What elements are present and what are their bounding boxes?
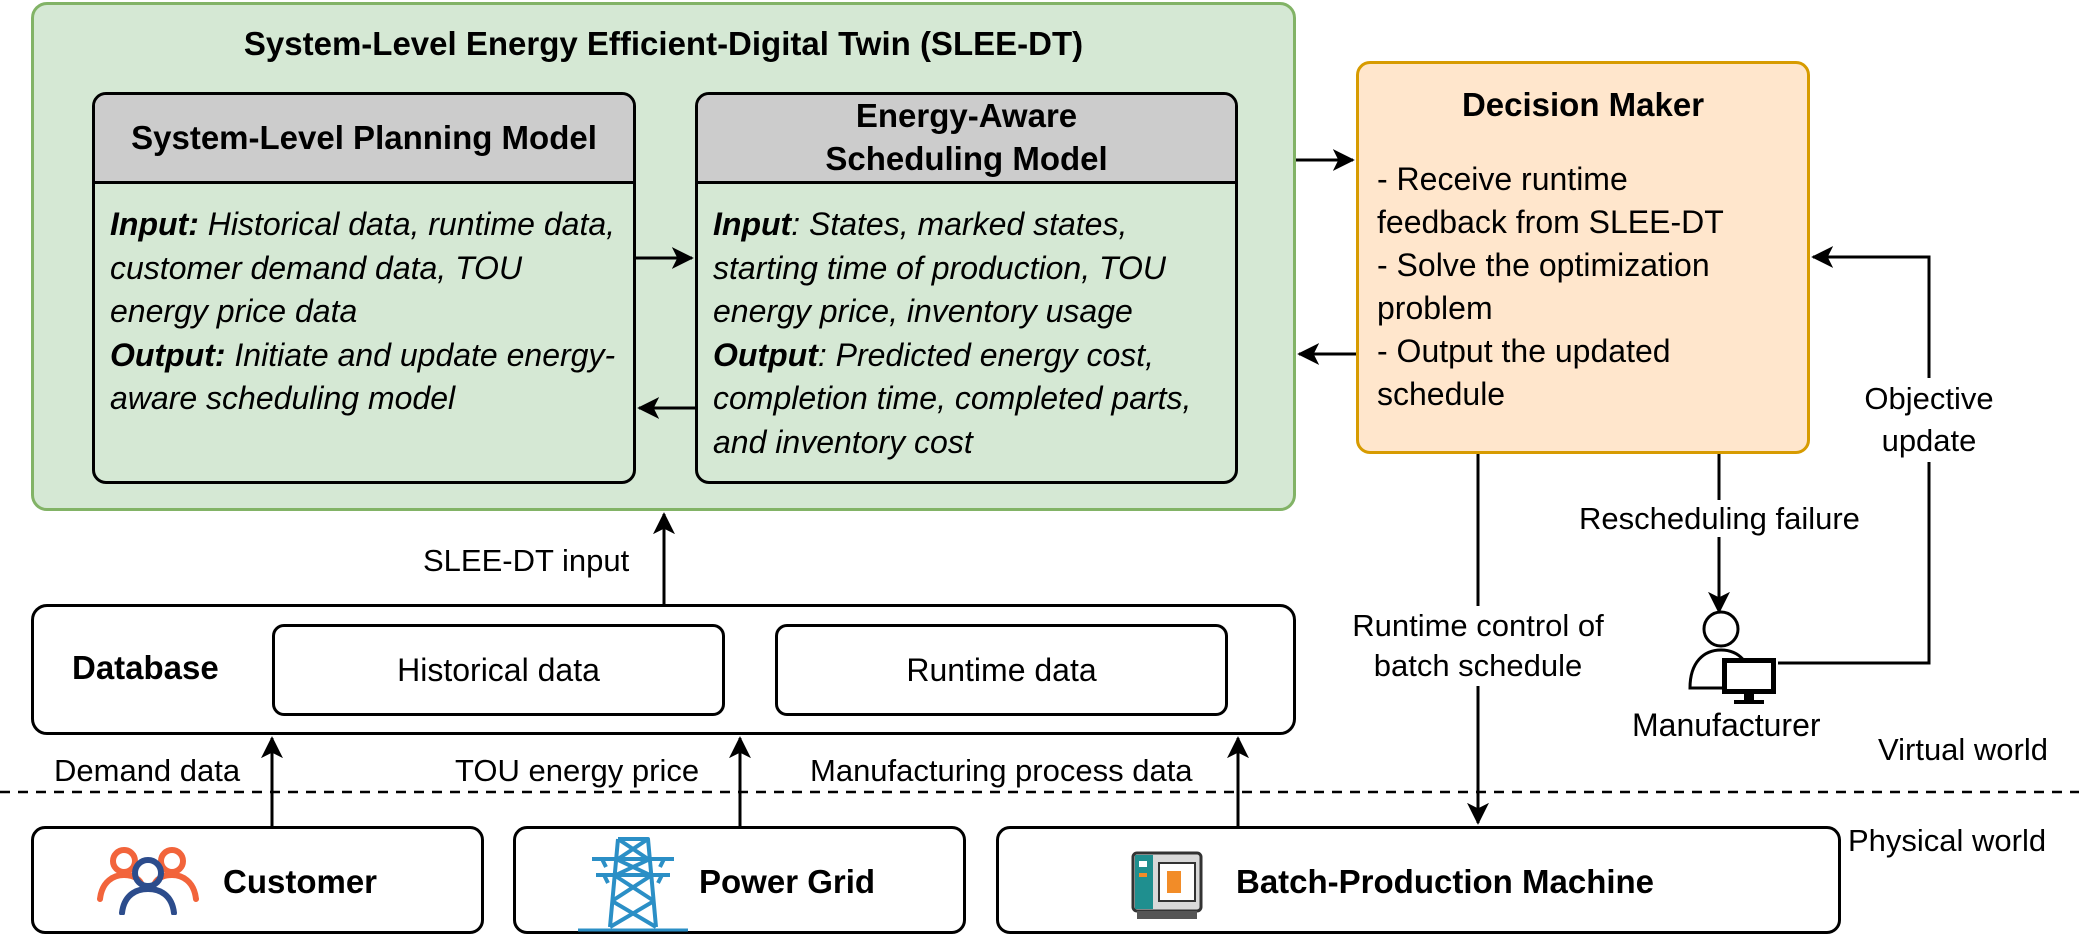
planning-model-body: Input: Historical data, runtime data, cu… (110, 203, 623, 421)
planning-input-label: Input: (110, 206, 199, 242)
decision-line: - Solve the optimization (1377, 247, 1710, 283)
planning-model-title: System-Level Planning Model (95, 95, 633, 184)
decision-line: feedback from SLEE-DT (1377, 204, 1724, 240)
scheduling-input-text: : States, marked states, starting time o… (713, 206, 1166, 329)
decision-maker-body: - Receive runtime feedback from SLEE-DT … (1377, 158, 1797, 416)
user-computer-icon (1688, 610, 1776, 704)
decision-line: - Receive runtime (1377, 161, 1628, 197)
machine-box: Batch-Production Machine (996, 826, 1841, 934)
objective-update-label: Objective update (1864, 378, 1994, 462)
machine-label: Batch-Production Machine (1236, 863, 1655, 900)
planning-output-label: Output: (110, 336, 226, 373)
scheduling-title-line1: Energy-Aware (855, 97, 1078, 135)
historical-data-box: Historical data (272, 624, 725, 716)
virtual-world-label: Virtual world (1878, 732, 2049, 767)
tou-energy-price-label: TOU energy price (455, 753, 700, 788)
runtime-control-line2: batch schedule (1373, 648, 1583, 683)
manufacturer-label: Manufacturer (1632, 707, 1821, 743)
runtime-control-line1: Runtime control of (1352, 608, 1604, 643)
physical-world-label: Physical world (1848, 823, 2047, 858)
power-grid-label: Power Grid (699, 863, 876, 900)
scheduling-model-panel: Energy-Aware Scheduling Model Input: Sta… (695, 92, 1238, 484)
scheduling-model-body: Input: States, marked states, starting t… (713, 203, 1225, 464)
customer-box: Customer (31, 826, 484, 934)
scheduling-input-label: Input (713, 206, 792, 242)
runtime-control-label: Runtime control of batch schedule (1346, 606, 1610, 686)
objective-update-line1: Objective (1864, 381, 1994, 416)
users-icon (97, 847, 199, 915)
database-label: Database (72, 649, 219, 686)
decision-maker-box: Decision Maker - Receive runtime feedbac… (1356, 61, 1810, 454)
planning-input-text: Historical data, runtime data, customer … (110, 206, 616, 329)
runtime-data-box: Runtime data (775, 624, 1228, 716)
demand-data-label: Demand data (54, 753, 241, 788)
slee-dt-title: System-Level Energy Efficient-Digital Tw… (243, 25, 1084, 62)
process-data-label: Manufacturing process data (810, 753, 1193, 788)
slee-dt-input-label: SLEE-DT input (423, 543, 630, 578)
decision-line: problem (1377, 290, 1493, 326)
scheduling-model-title: Energy-Aware Scheduling Model (698, 95, 1235, 184)
decision-maker-title: Decision Maker (1461, 86, 1705, 123)
machine-icon (1131, 851, 1203, 919)
scheduling-title-line2: Scheduling Model (825, 140, 1108, 177)
decision-line: - Output the updated (1377, 333, 1671, 369)
rescheduling-failure-label: Rescheduling failure (1579, 500, 1860, 538)
transmission-tower-icon (578, 837, 688, 932)
scheduling-output-label: Output (713, 336, 818, 373)
decision-line: schedule (1377, 376, 1506, 412)
scheduling-output-text: : Predicted energy cost, completion time… (713, 336, 1192, 460)
planning-output-text: Initiate and update energy-aware schedul… (110, 336, 616, 417)
objective-update-line2: update (1881, 423, 1977, 458)
customer-label: Customer (223, 863, 378, 900)
planning-model-panel: System-Level Planning Model Input: Histo… (92, 92, 636, 484)
